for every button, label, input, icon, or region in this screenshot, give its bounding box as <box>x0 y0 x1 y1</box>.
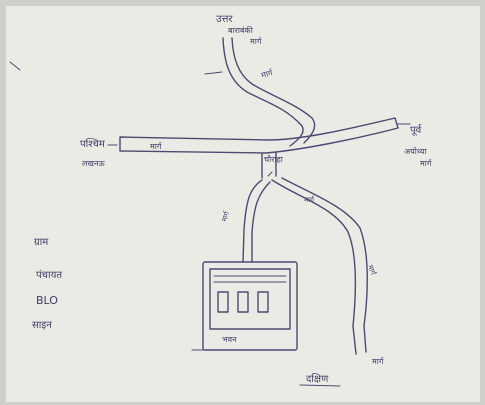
right-branch-label-upper: मार्ग <box>304 195 315 204</box>
north-label: उत्तर <box>216 14 233 25</box>
upper-diagonal-label: मार्ग <box>260 67 275 80</box>
building-inner <box>209 268 291 330</box>
junction-label: चौराहा <box>264 154 284 164</box>
side-note-4: साइन <box>32 320 52 331</box>
building-label: भवन <box>222 335 237 344</box>
north-sub-1: बाराबंकी <box>228 25 254 35</box>
side-note-3: BLO <box>36 294 58 307</box>
right-branch-road <box>271 177 368 355</box>
west-place: लखनऊ <box>82 159 105 168</box>
main-road <box>119 117 399 154</box>
building-door-3 <box>257 291 269 313</box>
side-note-1: ग्राम <box>34 237 49 248</box>
east-place-2: मार्ग <box>420 158 432 168</box>
side-note-2: पंचायत <box>36 269 62 281</box>
south-end-place: मार्ग <box>372 356 384 366</box>
east-direction: पूर्व <box>410 124 422 136</box>
south-junction-road <box>261 152 277 179</box>
north-road <box>222 37 316 147</box>
building-door-2 <box>237 291 249 313</box>
paper-sheet <box>6 6 480 402</box>
north-sub-2: मार्ग <box>250 36 262 46</box>
west-direction: पश्चिम <box>80 138 106 150</box>
east-place-1: अयोध्या <box>404 146 427 156</box>
main-road-label: मार्ग <box>150 141 162 151</box>
labels: उत्तर बाराबंकी मार्ग मार्ग पश्चिम लखनऊ म… <box>32 14 432 385</box>
south-direction: दक्षिण <box>306 373 329 385</box>
left-branch-label: मार्ग <box>219 209 231 222</box>
building-door-1 <box>217 291 229 313</box>
right-branch-label-lower: मार्ग <box>366 264 378 277</box>
left-branch-road <box>242 179 271 263</box>
